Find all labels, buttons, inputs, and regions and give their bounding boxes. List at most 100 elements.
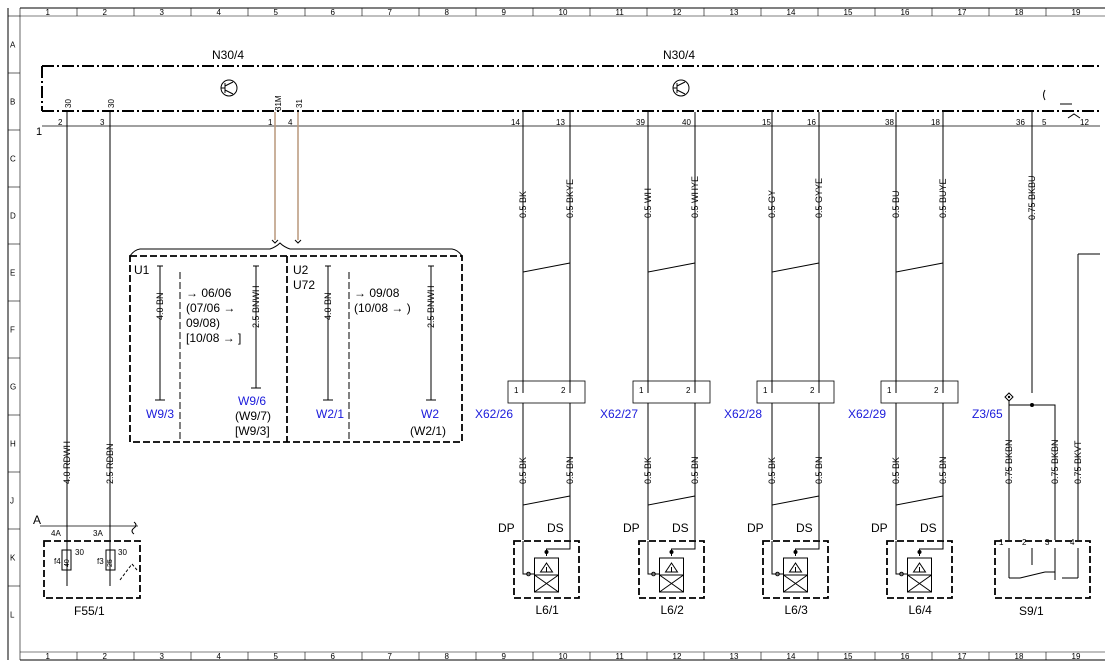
- wire-label: 0.5 BN: [814, 456, 824, 484]
- wire-label: 2.5 BNWH: [251, 285, 261, 328]
- ruler-col-label: 3: [160, 652, 165, 661]
- ruler-col-label: 7: [388, 652, 393, 661]
- pin-label: 2: [810, 386, 815, 395]
- connector-block: [632, 380, 711, 404]
- pin-label: 18: [931, 118, 940, 127]
- sensor-label: L6/3: [785, 603, 809, 617]
- ground-link[interactable]: Z3/65: [972, 407, 1003, 421]
- transistor-icon: [672, 79, 690, 97]
- ruler-row-label: J: [10, 497, 14, 506]
- ground-link[interactable]: W2/1: [316, 407, 344, 421]
- ruler-row-label: L: [10, 611, 15, 620]
- pin-label: 1: [763, 386, 768, 395]
- module-title-left: N30/4: [212, 48, 244, 62]
- pin-label: 2: [1022, 538, 1027, 547]
- wire-label: 4.0 BN: [323, 292, 333, 320]
- ruler-col-label: 17: [958, 652, 967, 661]
- pressure-sensor-icon: [647, 541, 696, 593]
- pin-label: 31: [295, 99, 304, 108]
- control-module-n30-4[interactable]: N30/4 N30/4 1: [36, 48, 1100, 138]
- wire-label: 0.5 BU: [891, 190, 901, 218]
- note-line: (10/08 → ): [354, 301, 411, 315]
- ruler-row-label: E: [10, 269, 15, 278]
- switch-s9-1[interactable]: 0.75 BKBU Z3/65 0.75 BKBN 0.75 BKBN 0.75…: [972, 112, 1100, 618]
- ruler-col-label: 8: [445, 652, 450, 661]
- pin-label: 40: [682, 118, 691, 127]
- pin-label: 2: [686, 386, 691, 395]
- sensor-label: L6/1: [536, 603, 560, 617]
- wire-label: 0.5 BK: [518, 457, 528, 484]
- grid-ruler: 1122334455667788991010111112121313141415…: [7, 7, 1105, 661]
- pin-label: DP: [871, 521, 888, 535]
- note-line: [10/08 → ]: [186, 331, 241, 345]
- ground-link[interactable]: W2: [421, 407, 439, 421]
- wire-label: 4.0 RDWH: [62, 441, 72, 484]
- ruler-col-label: 18: [1015, 652, 1024, 661]
- ruler-col-label: 16: [901, 8, 910, 17]
- fusebox-label: F55/1: [74, 604, 105, 618]
- ruler-col-label: 16: [901, 652, 910, 661]
- ruler-col-label: 1: [46, 8, 51, 17]
- ruler-col-label: 2: [103, 652, 108, 661]
- pin-label: 1: [514, 386, 519, 395]
- pin-label: 2: [561, 386, 566, 395]
- pin-label: 15: [762, 118, 771, 127]
- ground-wire-pair[interactable]: [271, 112, 302, 244]
- wire-label: 0.5 WH: [643, 188, 653, 218]
- connector-link[interactable]: X62/29: [848, 407, 886, 421]
- connector-link[interactable]: X62/27: [600, 407, 638, 421]
- wire-label: 0.5 BKYE: [565, 179, 575, 218]
- ruler-row-label: F: [10, 326, 15, 335]
- wire-label: 0.75 BKBN: [1050, 439, 1060, 484]
- pressure-sensor-icon: [771, 541, 820, 593]
- connector-link[interactable]: X62/28: [724, 407, 762, 421]
- ruler-row-label: G: [10, 383, 16, 392]
- sensor-box: [886, 540, 953, 599]
- ruler-col-label: 12: [673, 8, 682, 17]
- pin-label: 5: [1042, 118, 1047, 127]
- ruler-col-label: 10: [559, 8, 568, 17]
- sensor-label: L6/4: [909, 603, 933, 617]
- wire-label: 0.5 BN: [565, 456, 575, 484]
- connector-link[interactable]: X62/26: [475, 407, 513, 421]
- fuse-term: 30: [118, 548, 127, 557]
- wire-label: 0.5 BUYE: [938, 178, 948, 218]
- ruler-col-label: 13: [730, 652, 739, 661]
- ruler-col-label: 13: [730, 8, 739, 17]
- pin-label: 13: [556, 118, 565, 127]
- ground-point-box[interactable]: U1 U2 U72 4.0 BN 2.5 BNWH 4.0 BN 2.5 BNW…: [129, 242, 463, 443]
- pin-label: 1: [999, 538, 1004, 547]
- sensor-label: L6/2: [661, 603, 685, 617]
- pin-label: DP: [623, 521, 640, 535]
- ruler-col-label: 11: [616, 652, 625, 661]
- ruler-col-label: 9: [502, 8, 507, 17]
- ruler-col-label: 9: [502, 652, 507, 661]
- pin-label: DS: [547, 521, 564, 535]
- pin-label: 31M: [274, 95, 283, 111]
- fuse-id: f4: [54, 557, 61, 566]
- wire-label: 2.5 RDBN: [105, 443, 115, 484]
- sensor-box: [638, 540, 705, 599]
- ruler-col-label: 19: [1072, 652, 1081, 661]
- ruler-col-label: 12: [673, 652, 682, 661]
- wire-label: 2.5 BNWH: [426, 285, 436, 328]
- ground-link[interactable]: W9/3: [146, 407, 174, 421]
- pin-label: 4: [288, 118, 293, 127]
- ruler-col-label: 19: [1072, 8, 1081, 17]
- ground-link[interactable]: W9/6: [238, 394, 266, 408]
- ruler-row-label: D: [10, 212, 16, 221]
- power-wires[interactable]: 4.0 RDWH 2.5 RDBN: [62, 112, 115, 548]
- fuse-value: 25: [107, 559, 114, 567]
- pin-label: 4: [1070, 538, 1075, 547]
- fusebox-f55-1[interactable]: A 4A 3A f4 f3 40 25 30 30 F55/1: [33, 513, 141, 618]
- fuse-term: 30: [75, 548, 84, 557]
- ruler-col-label: 18: [1015, 8, 1024, 17]
- ground-alt: (W9/7): [235, 409, 271, 423]
- module-pins: 30 30 31M 31 2 3 1 4 14 13 39 40 15 16 3…: [58, 95, 1089, 127]
- pin-label: 39: [636, 118, 645, 127]
